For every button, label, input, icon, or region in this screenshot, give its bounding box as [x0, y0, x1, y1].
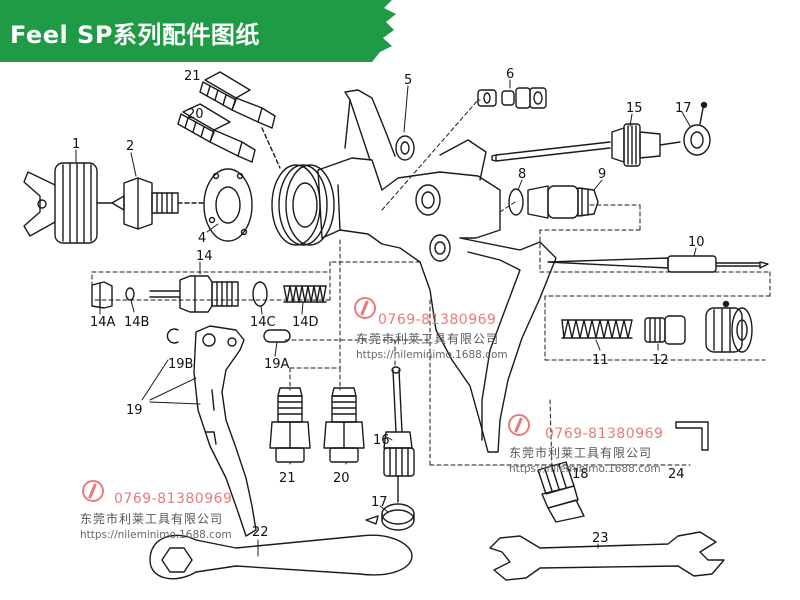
part-15-needle-packing	[491, 123, 681, 167]
watermark-logo-icon	[354, 297, 376, 319]
watermark-url: https://nileminimo.1688.com	[80, 529, 232, 541]
label-leader-lines	[75, 79, 697, 557]
label-part-19: 19	[126, 403, 143, 418]
part-9-housing	[527, 185, 599, 219]
label-part-21-lower: 21	[279, 471, 296, 486]
label-part-16: 16	[373, 433, 390, 448]
gun-head-thread	[271, 164, 335, 246]
part-14b-washer	[125, 287, 135, 301]
part-labels: 1 2 4 5 6 8 9 10 11 12 14 14A 14B 14C 14…	[72, 67, 705, 546]
label-part-19b: 19B	[168, 357, 193, 372]
label-part-15: 15	[626, 101, 643, 116]
label-part-20-lower: 20	[333, 471, 350, 486]
watermark-logo-icon	[82, 480, 104, 502]
part-19b-clip	[166, 328, 179, 344]
label-part-23: 23	[592, 531, 609, 546]
watermark-company: 东莞市利莱工具有限公司	[509, 446, 653, 460]
part-21-upper-fitting	[199, 71, 276, 129]
watermark-phone: 0769-81380969	[545, 426, 664, 442]
label-part-10: 10	[688, 235, 705, 250]
watermark-phone: 0769-81380969	[114, 491, 233, 507]
label-part-14: 14	[196, 249, 213, 264]
part-6-packing-set	[477, 87, 547, 109]
part-19-leader-lines	[141, 359, 201, 405]
watermark-phone: 0769-81380969	[378, 312, 497, 328]
label-part-21-upper: 21	[184, 69, 201, 84]
part-12-fitting	[644, 315, 686, 345]
label-part-14d: 14D	[292, 315, 319, 330]
part-2-fluid-nozzle	[111, 177, 206, 230]
watermark-company: 东莞市利莱工具有限公司	[80, 512, 224, 526]
part-5-gun-body	[317, 89, 557, 453]
part-16-air-valve	[383, 366, 415, 503]
label-part-17-lower: 17	[371, 495, 388, 510]
label-part-20-upper: 20	[187, 107, 204, 122]
part-24-hex-key	[675, 421, 709, 451]
part-17-lower-knob	[365, 503, 415, 531]
watermark-company: 东莞市利莱工具有限公司	[356, 332, 500, 346]
label-part-1: 1	[72, 137, 80, 152]
fluid-adjust-knob	[705, 300, 753, 353]
part-18-air-inlet	[537, 461, 585, 523]
part-14-valve-stem	[149, 275, 239, 313]
part-14c-o-ring	[252, 281, 268, 307]
label-part-8: 8	[518, 167, 526, 182]
label-part-22: 22	[252, 525, 269, 540]
label-part-5: 5	[404, 73, 412, 88]
label-part-14c: 14C	[250, 315, 276, 330]
part-17-upper-knob	[683, 101, 711, 156]
label-part-14a: 14A	[90, 315, 116, 330]
part-20-lower-fitting	[323, 387, 365, 463]
watermark-logo-icon	[508, 414, 530, 436]
part-14a-cap	[91, 281, 113, 309]
banner-title: Feel SP系列配件图纸	[10, 21, 260, 49]
watermark-url: https://nileminimo.1688.com	[509, 463, 661, 475]
label-part-18: 18	[572, 467, 589, 482]
part-8-o-ring	[508, 188, 524, 216]
part-14d-spring	[283, 285, 327, 303]
label-part-9: 9	[598, 167, 606, 182]
part-1-air-cap	[23, 162, 113, 244]
watermark-url: https://nileminimo.1688.com	[356, 349, 508, 361]
label-part-19a: 19A	[264, 357, 290, 372]
label-part-12: 12	[652, 353, 669, 368]
label-part-4: 4	[198, 231, 206, 246]
label-part-17-upper: 17	[675, 101, 692, 116]
part-21-lower-fitting	[269, 387, 311, 463]
assembly-guide-lines	[91, 99, 771, 471]
part-22-spanner	[149, 534, 413, 580]
label-part-6: 6	[506, 67, 514, 82]
part-20-upper-fitting	[177, 103, 256, 163]
label-part-14b: 14B	[124, 315, 149, 330]
part-4-baffle	[203, 168, 253, 242]
part-19-trigger	[193, 325, 257, 537]
label-part-2: 2	[126, 139, 134, 154]
title-banner	[0, 0, 396, 62]
label-part-11: 11	[592, 353, 609, 368]
part-11-spring	[561, 319, 633, 339]
label-part-24: 24	[668, 467, 685, 482]
part-23-open-wrench	[489, 531, 725, 581]
part-10-needle	[547, 255, 769, 273]
